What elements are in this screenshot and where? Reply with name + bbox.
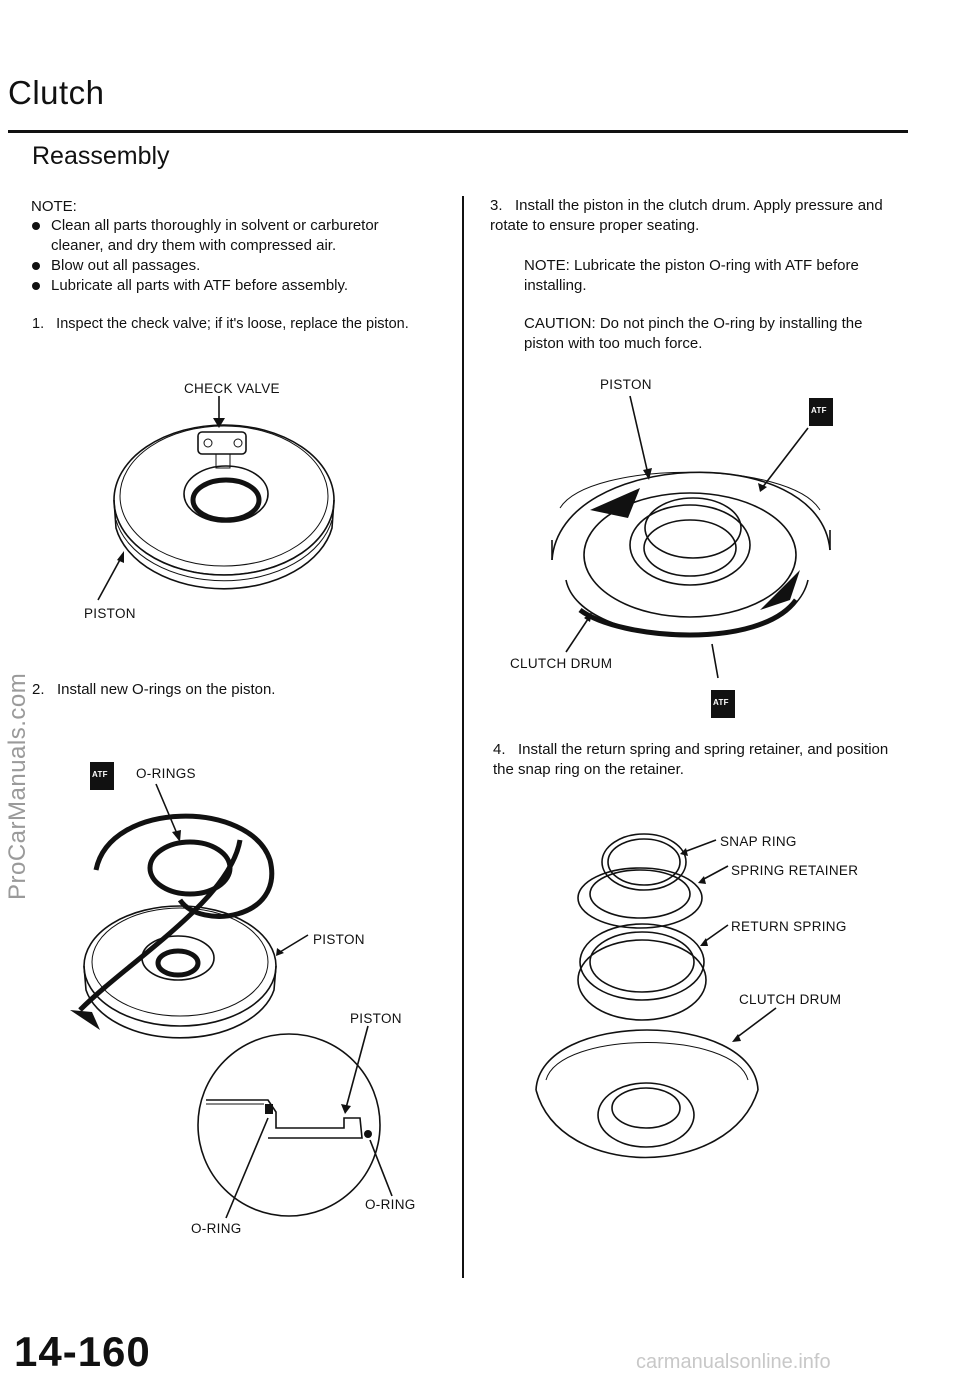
- column-divider: [462, 196, 464, 1278]
- o-ring-label-2: O-RING: [365, 1197, 416, 1212]
- note-bullet-3: Lubricate all parts with ATF before asse…: [32, 276, 431, 296]
- step-4: 4. Install the return spring and spring …: [493, 741, 889, 778]
- atf-badge-icon: [711, 690, 735, 718]
- spring-retainer-label: SPRING RETAINER: [731, 863, 859, 878]
- atf-leader-1: [761, 427, 809, 489]
- note-label: NOTE:: [31, 198, 77, 215]
- piston-drawing-3: [583, 492, 797, 618]
- step-3-note: NOTE: Lubricate the piston O-ring with A…: [524, 257, 859, 294]
- atf-badge-icon: [809, 398, 833, 426]
- clutch-drum-label-2: CLUTCH DRUM: [739, 992, 842, 1007]
- o-ring-leader-1: [225, 1117, 269, 1219]
- clutch-drum-drawing: [551, 471, 831, 638]
- return-spring-label: RETURN SPRING: [731, 919, 847, 934]
- return-spring-drawing: [577, 923, 707, 1021]
- page-number: 14-160: [14, 1328, 151, 1375]
- section-title: Reassembly: [32, 142, 170, 170]
- note-bullet-2: Blow out all passages.: [32, 256, 431, 276]
- o-ring-detail-circle: [197, 1033, 381, 1217]
- piston-leader-4: [629, 395, 649, 475]
- piston-leader: [97, 555, 123, 601]
- atf-badge-icon: [90, 762, 114, 790]
- o-ring-small: [147, 839, 233, 897]
- pressure-arrow-right-icon: [760, 570, 800, 610]
- snap-ring-drawing: [601, 833, 687, 891]
- footer-site: carmanualsonline.info: [636, 1351, 831, 1373]
- piston-label-4: PISTON: [600, 377, 652, 392]
- return-spring-leader: [703, 924, 729, 943]
- watermark-vertical: ProCarManuals.com: [4, 672, 31, 900]
- snap-ring-leader: [683, 839, 717, 853]
- step-2: 2. Install new O-rings on the piston.: [32, 681, 276, 698]
- o-ring-large: [78, 813, 275, 1012]
- piston-leader-2: [279, 934, 309, 953]
- clutch-drum-leader-2: [735, 1007, 777, 1039]
- o-rings-label: O-RINGS: [136, 766, 196, 781]
- spring-retainer-leader: [701, 865, 729, 881]
- piston-label-1: PISTON: [84, 606, 136, 621]
- check-valve-label: CHECK VALVE: [184, 381, 280, 396]
- clutch-drum-drawing-2: [535, 1029, 759, 1159]
- step-1: 1. Inspect the check valve; if it's loos…: [32, 316, 409, 332]
- page-title: Clutch: [8, 74, 105, 111]
- atf-badge-label-1: ATF: [92, 770, 108, 779]
- o-ring-leader-2: [369, 1139, 393, 1197]
- atf-badge-label-3: ATF: [713, 698, 729, 707]
- o-ring-label-1: O-RING: [191, 1221, 242, 1236]
- clutch-drum-leader: [565, 615, 591, 653]
- piston-label-2: PISTON: [313, 932, 365, 947]
- clutch-drum-label-1: CLUTCH DRUM: [510, 656, 613, 671]
- piston-drawing: [113, 424, 335, 590]
- spring-retainer-drawing: [577, 867, 703, 929]
- title-rule: [8, 130, 908, 133]
- piston-leader-3: [345, 1025, 369, 1109]
- o-rings-leader: [155, 783, 179, 837]
- atf-leader-2: [711, 643, 719, 679]
- step-3: 3. Install the piston in the clutch drum…: [490, 197, 883, 234]
- note-bullet-1: Clean all parts thoroughly in solvent or…: [32, 216, 431, 256]
- pressure-arrow-left-icon: [590, 488, 640, 518]
- piston-label-3: PISTON: [350, 1011, 402, 1026]
- step-3-caution: CAUTION: Do not pinch the O-ring by inst…: [524, 315, 863, 352]
- piston-drawing-2: [83, 905, 277, 1039]
- atf-badge-label-2: ATF: [811, 406, 827, 415]
- snap-ring-label: SNAP RING: [720, 834, 797, 849]
